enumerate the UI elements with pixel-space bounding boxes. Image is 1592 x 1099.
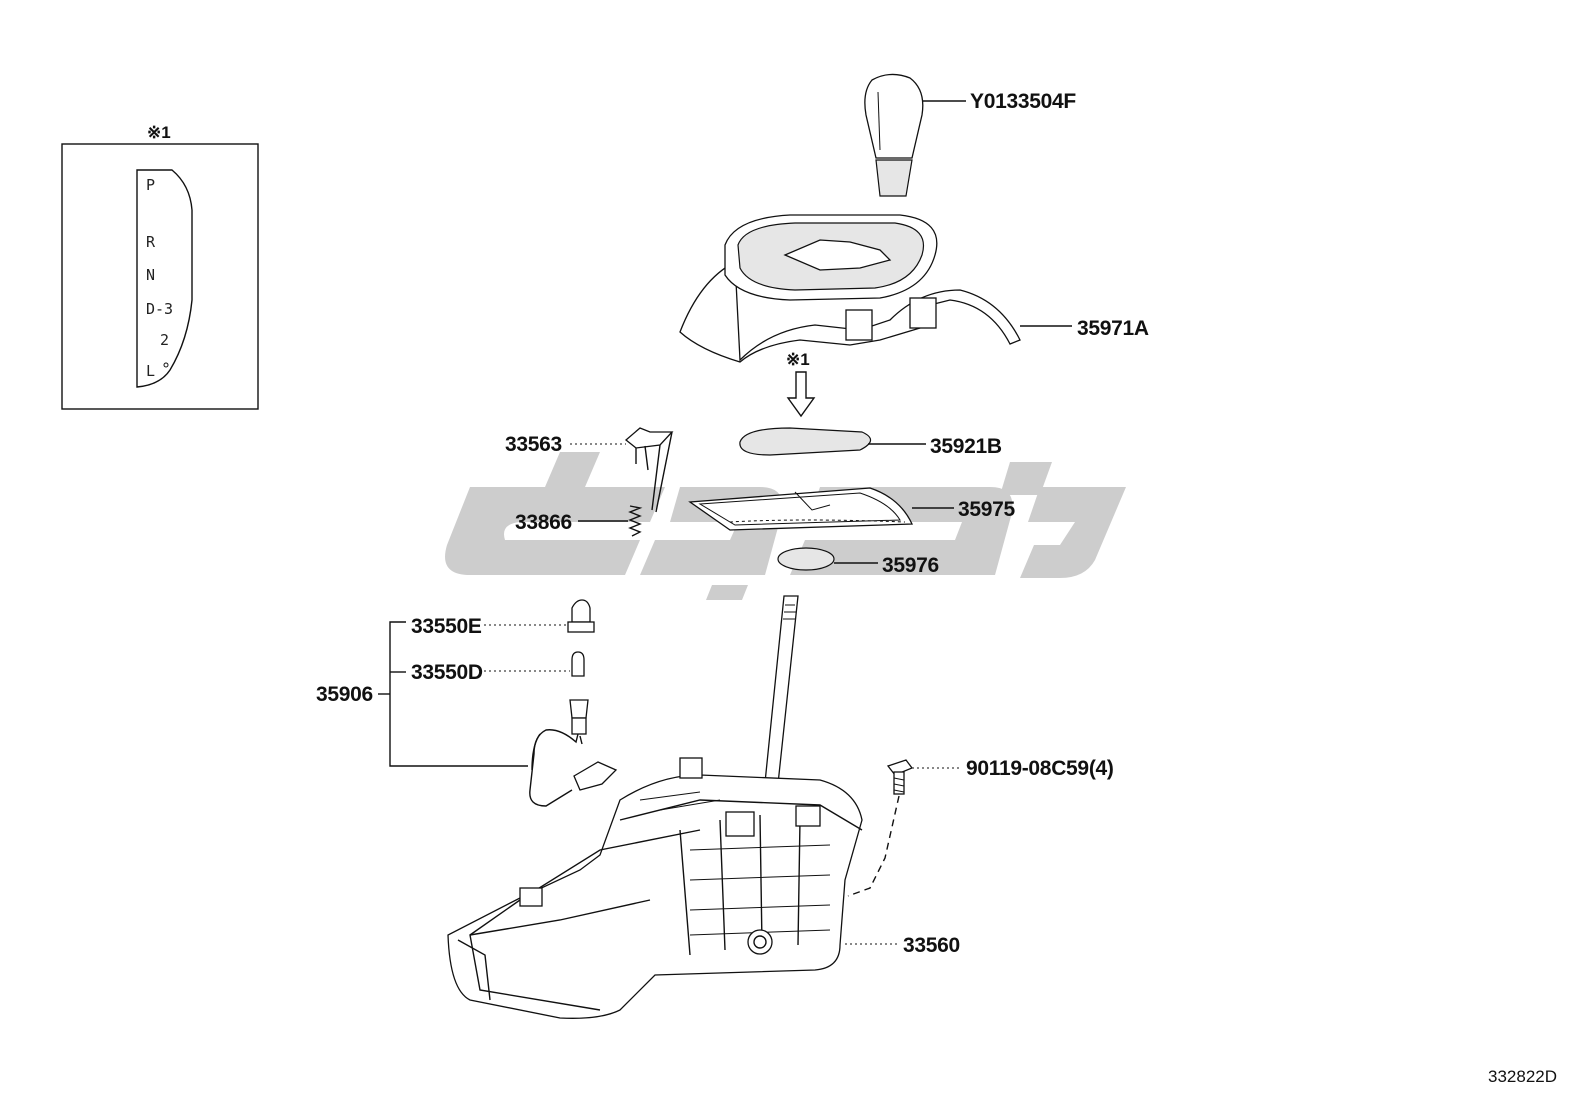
bulb-e — [571, 599, 591, 623]
shift-lever-assembly — [447, 595, 863, 1019]
label-indicator-plate: 35921B — [930, 435, 1002, 458]
gear-position-r: R — [146, 233, 156, 251]
label-bolt: 90119-08C59(4) — [966, 757, 1114, 780]
bulb-d — [571, 651, 585, 677]
label-shift-lever-assy: 33560 — [903, 934, 960, 957]
housing-cover — [679, 214, 1021, 363]
bolt — [886, 759, 914, 795]
label-lock-pin: 33563 — [505, 433, 562, 456]
label-bulb-holder-set: 35906 — [316, 683, 373, 706]
bulb-socket-harness — [529, 699, 618, 807]
gear-position-d3: D-3 — [146, 300, 173, 318]
label-spring: 33866 — [515, 511, 572, 534]
label-housing-cover: 35971A — [1077, 317, 1149, 340]
shift-knob — [864, 73, 924, 197]
small-cover — [777, 547, 835, 571]
gear-position-2: 2 — [160, 331, 169, 349]
inset-box: ※1 P R N D-3 2 L — [61, 123, 259, 410]
label-bulb-d: 33550D — [411, 661, 483, 684]
gear-position-p: P — [146, 176, 155, 194]
gear-position-l: L — [146, 362, 155, 380]
slide-dust-cover — [688, 487, 914, 531]
spring — [628, 505, 643, 537]
diagram-code: 332822D — [1488, 1067, 1557, 1086]
label-slide-dust-cover: 35975 — [958, 498, 1016, 521]
label-knob: Y0133504F — [970, 90, 1076, 113]
inset-note-mark: ※1 — [147, 123, 171, 142]
indicator-plate — [739, 427, 872, 456]
lock-pin — [624, 427, 674, 513]
label-bulb-e: 33550E — [411, 615, 482, 638]
gear-position-n: N — [146, 266, 155, 284]
label-small-cover: 35976 — [882, 554, 939, 577]
down-arrow-icon — [786, 371, 816, 418]
arrow-note-mark: ※1 — [786, 350, 810, 369]
